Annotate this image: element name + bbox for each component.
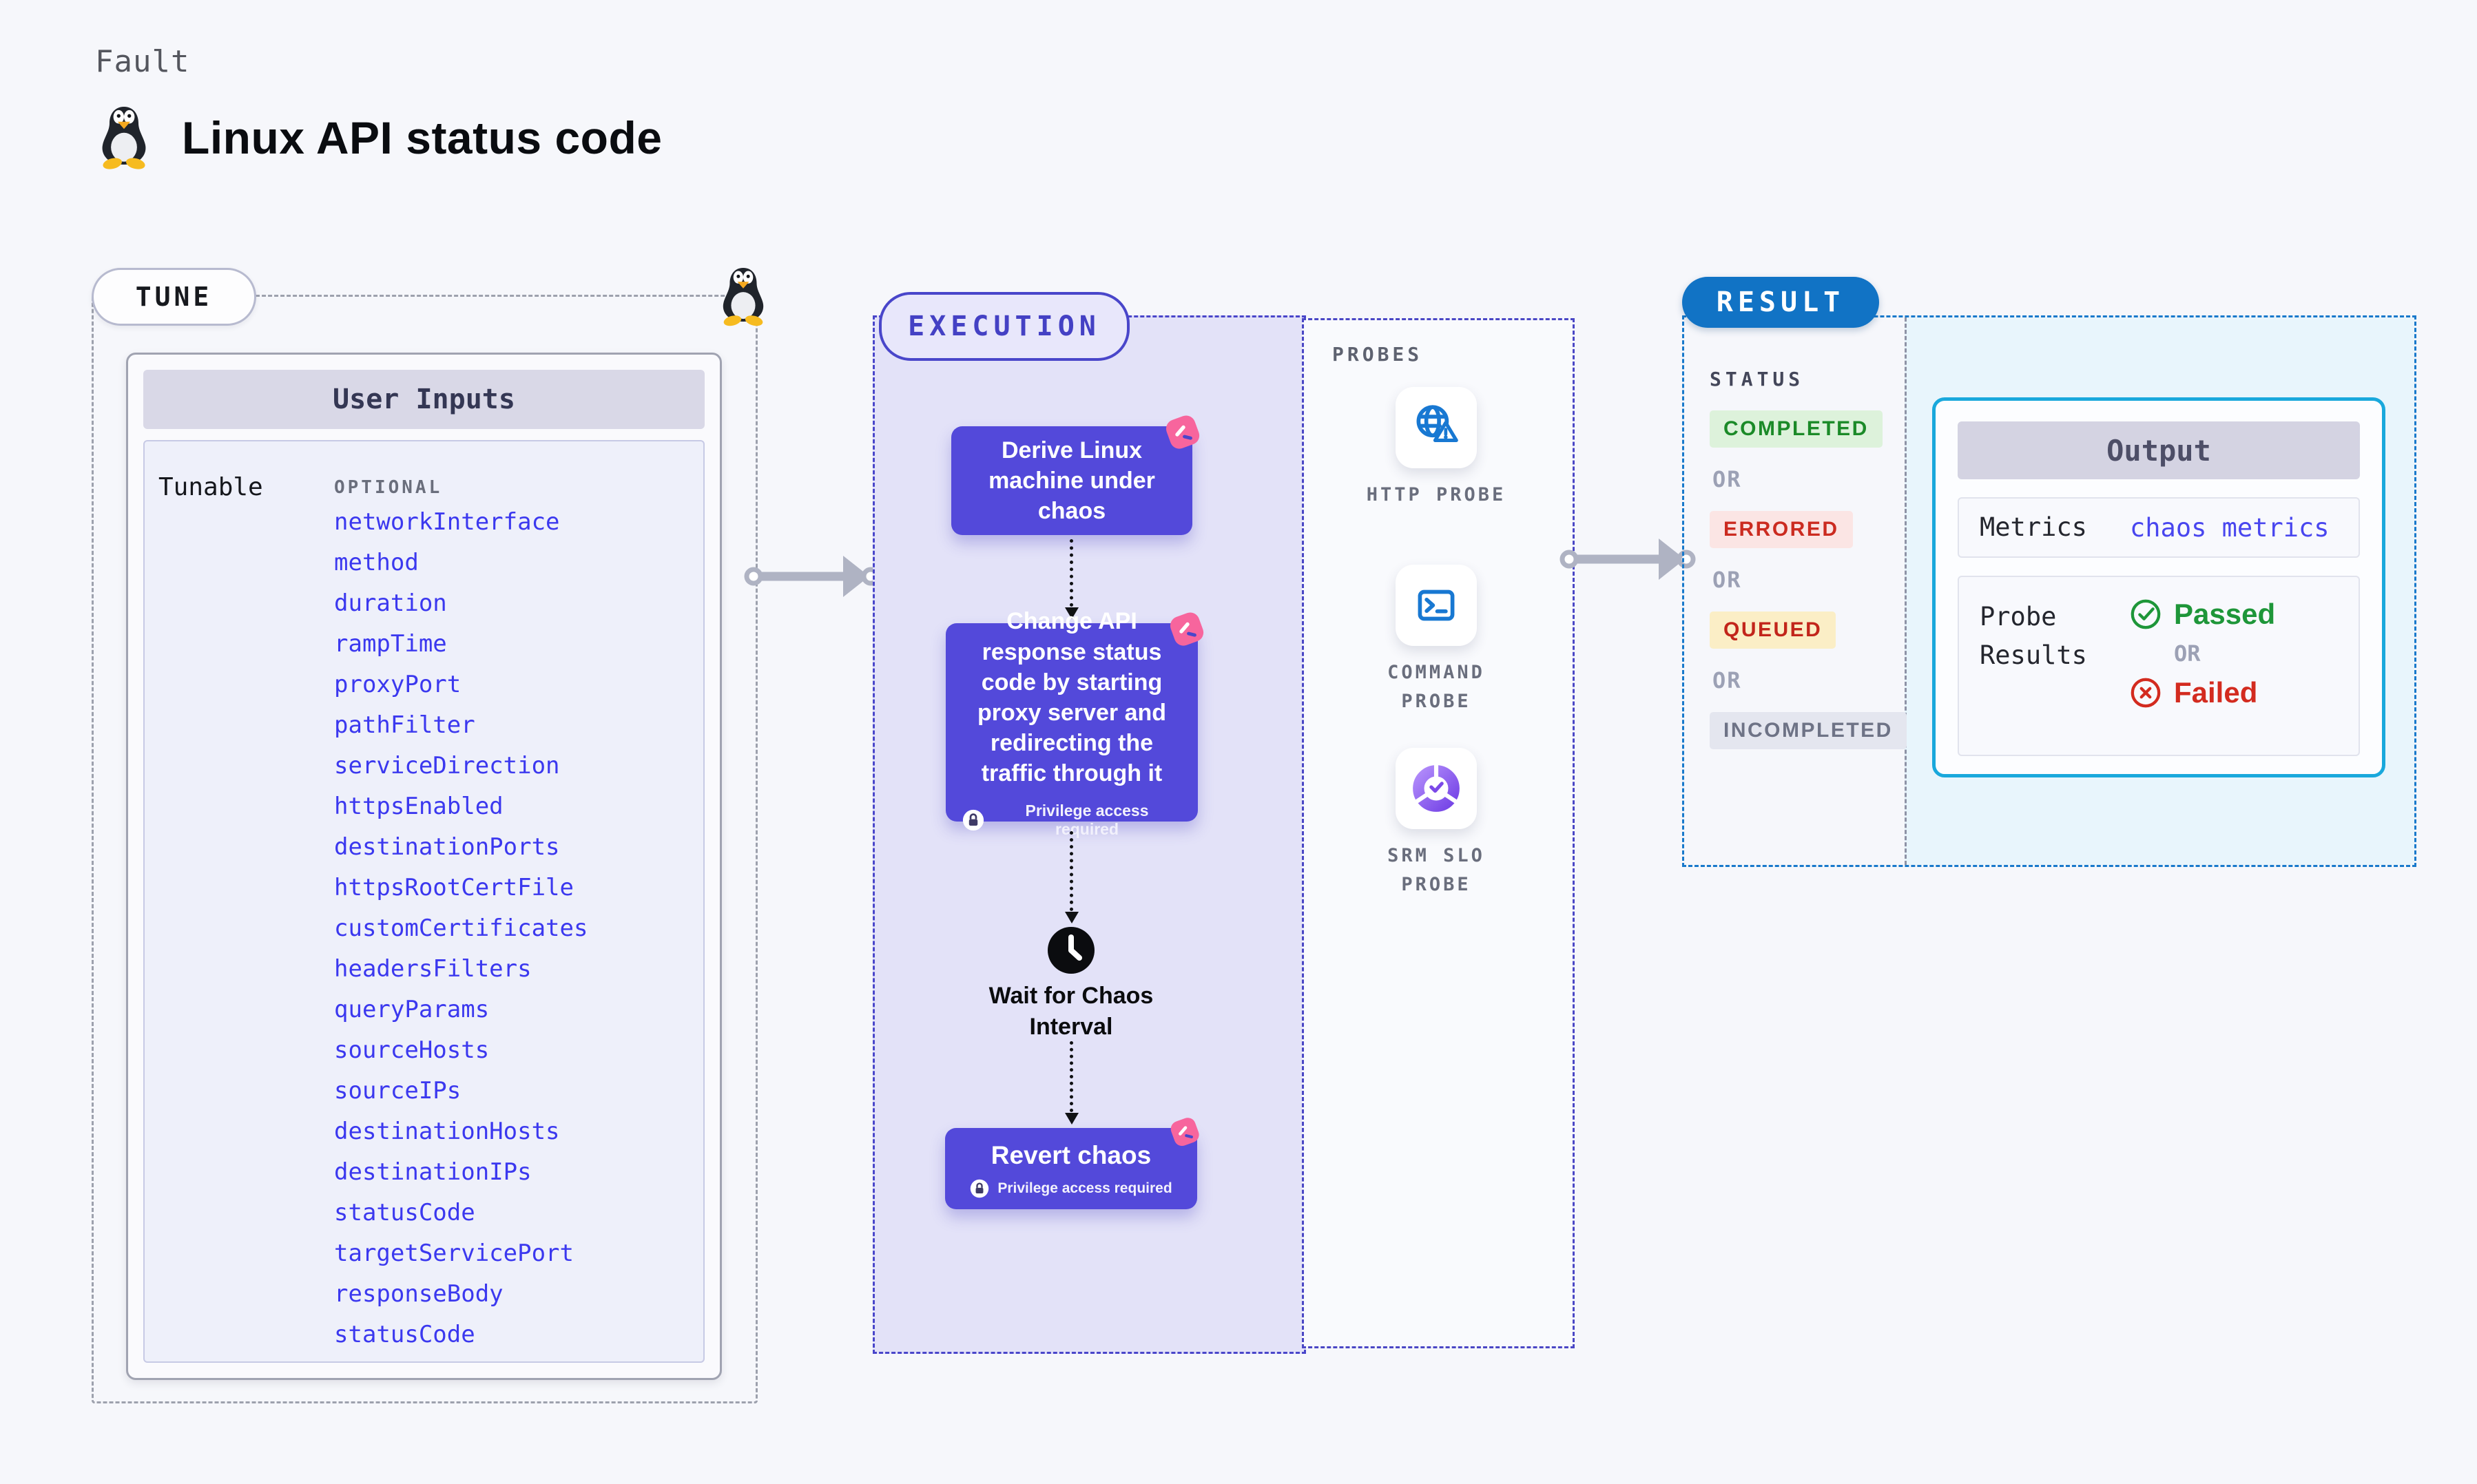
command-probe-label: COMMAND PROBE bbox=[1387, 662, 1485, 712]
probe-results-row: Probe Results Passed OR Failed bbox=[1958, 576, 2360, 756]
srm-slo-probe-card bbox=[1396, 748, 1477, 829]
user-inputs-title: User Inputs bbox=[143, 370, 705, 429]
step-revert-chaos: Revert chaos Privilege access required bbox=[945, 1118, 1199, 1209]
tune-to-execution-arrow bbox=[743, 550, 880, 606]
page-title: Linux API status code bbox=[182, 112, 663, 163]
tunable-item[interactable]: targetServicePort bbox=[334, 1240, 574, 1267]
probes-section-label: PROBES bbox=[1332, 343, 1423, 366]
globe-alert-icon bbox=[1416, 405, 1458, 443]
tunable-item[interactable]: statusCode bbox=[334, 1321, 475, 1348]
privilege-note-text: Privilege access required bbox=[1025, 801, 1149, 838]
tux-penguin-icon-small bbox=[716, 263, 770, 330]
privilege-note: Privilege access required bbox=[962, 802, 1181, 839]
http-probe-card bbox=[1396, 387, 1477, 468]
tunable-item[interactable]: headersFilters bbox=[334, 955, 532, 983]
status-heading: STATUS bbox=[1710, 368, 1805, 390]
tunable-item[interactable]: customCertificates bbox=[334, 915, 588, 942]
fault-eyebrow: Fault bbox=[95, 44, 190, 79]
or-separator: OR bbox=[1712, 667, 1742, 693]
command-probe-card bbox=[1396, 565, 1477, 646]
metrics-label: Metrics bbox=[1980, 512, 2087, 543]
wait-for-chaos-interval-label: Wait for Chaos Interval bbox=[988, 983, 1154, 1040]
step-derive-machine: Derive Linux machine under chaos bbox=[951, 415, 1200, 535]
metrics-value: chaos metrics bbox=[2130, 512, 2330, 543]
privilege-note: Privilege access required bbox=[970, 1179, 1172, 1198]
step-text: Change API response status code by start… bbox=[977, 608, 1167, 787]
flow-connector bbox=[1070, 539, 1073, 607]
status-badge-incompleted: INCOMPLETED bbox=[1710, 712, 1907, 749]
tunable-item[interactable]: networkInterface bbox=[334, 508, 560, 536]
tunables-list: networkInterface method duration rampTime pr… bbox=[334, 502, 588, 1355]
metrics-row: Metrics chaos metrics bbox=[1958, 497, 2360, 558]
tune-section-label: TUNE bbox=[92, 268, 256, 326]
tunable-item[interactable]: httpsEnabled bbox=[334, 793, 504, 820]
execution-section-label: EXECUTION bbox=[879, 292, 1130, 361]
status-badge-errored: ERRORED bbox=[1710, 511, 1853, 548]
check-circle-icon bbox=[2131, 599, 2161, 629]
passed-label: Passed bbox=[2174, 598, 2276, 630]
tunable-item[interactable]: pathFilter bbox=[334, 711, 475, 739]
litmus-chaos-icon bbox=[1163, 1113, 1208, 1158]
terminal-icon bbox=[1418, 589, 1455, 621]
tux-penguin-icon bbox=[95, 102, 153, 173]
passed-line: Passed bbox=[2130, 598, 2275, 631]
tunable-item[interactable]: duration bbox=[334, 589, 447, 617]
flow-connector bbox=[1070, 831, 1073, 911]
tunable-item[interactable]: responseBody bbox=[334, 1280, 504, 1308]
or-separator: OR bbox=[2174, 640, 2201, 667]
litmus-chaos-icon bbox=[1165, 607, 1210, 652]
tunable-item[interactable]: sourceIPs bbox=[334, 1077, 462, 1105]
user-inputs-card: User Inputs Tunable OPTIONAL networkInte… bbox=[126, 353, 722, 1380]
tunable-item[interactable]: queryParams bbox=[334, 996, 490, 1023]
result-section-label: RESULT bbox=[1682, 277, 1879, 328]
output-title: Output bbox=[1958, 421, 2360, 479]
status-badge-queued: QUEUED bbox=[1710, 612, 1836, 649]
tunable-item[interactable]: serviceDirection bbox=[334, 752, 560, 780]
or-separator: OR bbox=[1712, 567, 1742, 593]
http-probe-label: HTTP PROBE bbox=[1366, 484, 1506, 505]
probe-results-label: Probe Results bbox=[1980, 602, 2087, 670]
probes-to-result-arrow bbox=[1558, 533, 1696, 589]
tunable-item[interactable]: httpsRootCertFile bbox=[334, 874, 574, 901]
step-text: Derive Linux machine under chaos bbox=[988, 437, 1155, 525]
tunable-item[interactable]: statusCode bbox=[334, 1199, 475, 1226]
output-card: Output Metrics chaos metrics Probe Resul… bbox=[1932, 397, 2385, 777]
or-separator: OR bbox=[1712, 466, 1742, 492]
flow-arrowhead bbox=[1065, 912, 1079, 923]
litmus-chaos-icon bbox=[1161, 410, 1206, 455]
tunable-item[interactable]: destinationPorts bbox=[334, 833, 560, 861]
failed-label: Failed bbox=[2174, 676, 2258, 709]
flow-arrowhead bbox=[1065, 1113, 1079, 1125]
srm-slo-probe-label: SRM SLO PROBE bbox=[1387, 845, 1485, 895]
clock-icon bbox=[1046, 926, 1096, 975]
tunable-item[interactable]: proxyPort bbox=[334, 671, 462, 698]
flow-connector bbox=[1070, 1041, 1073, 1112]
tunable-item[interactable]: destinationIPs bbox=[334, 1158, 532, 1186]
probes-section-box bbox=[1302, 318, 1575, 1348]
failed-line: Failed bbox=[2130, 676, 2275, 709]
lock-icon bbox=[962, 809, 984, 830]
tunable-item[interactable]: sourceHosts bbox=[334, 1036, 490, 1064]
step-change-status-code: Change API response status code by start… bbox=[946, 608, 1204, 838]
status-badge-completed: COMPLETED bbox=[1710, 410, 1883, 448]
x-circle-icon bbox=[2131, 678, 2161, 708]
slo-donut-icon bbox=[1413, 762, 1460, 812]
tunable-item[interactable]: rampTime bbox=[334, 630, 447, 658]
step-text: Revert chaos bbox=[991, 1141, 1152, 1170]
tunable-item[interactable]: method bbox=[334, 549, 419, 576]
tunable-item[interactable]: destinationHosts bbox=[334, 1118, 560, 1145]
probe-results-values: Passed OR Failed bbox=[2130, 598, 2275, 734]
status-column: COMPLETED OR ERRORED OR QUEUED OR INCOMPLETED bbox=[1710, 410, 1907, 749]
tunable-column-header: Tunable bbox=[158, 473, 263, 501]
title-row: Linux API status code bbox=[95, 102, 663, 173]
tunables-table: Tunable OPTIONAL networkInterface method d… bbox=[143, 440, 705, 1363]
optional-column-header: OPTIONAL bbox=[334, 477, 443, 498]
lock-icon bbox=[971, 1179, 989, 1198]
tune-section-box bbox=[92, 295, 758, 1403]
privilege-note-text: Privilege access required bbox=[997, 1180, 1172, 1196]
flow-arrowhead bbox=[1065, 607, 1079, 619]
